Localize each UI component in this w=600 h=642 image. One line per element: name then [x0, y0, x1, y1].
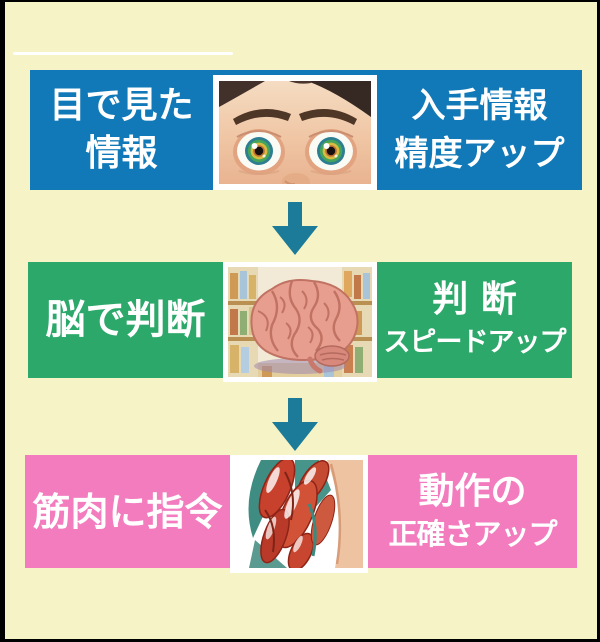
- row-brain-left-line1: 脳で判断: [45, 297, 206, 343]
- row-brain-right-line2: スピードアップ: [383, 327, 567, 358]
- row-muscle-right-line1: 動作の: [418, 470, 527, 512]
- down-arrow-svg: [272, 398, 318, 451]
- row-brain-right-line1: 判 断: [432, 279, 517, 320]
- row-brain-left-label: 脳で判断: [28, 262, 223, 378]
- row-eyes-right-label: 入手情報 精度アップ: [377, 70, 582, 190]
- row-muscle-right-line2: 正確さアップ: [388, 516, 557, 551]
- row-muscle-left-line1: 筋肉に指令: [32, 489, 223, 534]
- row-brain-right-label: 判 断 スピードアップ: [377, 262, 572, 378]
- row-eyes-right-line1: 入手情報: [411, 86, 548, 126]
- row-eyes-right-line2: 精度アップ: [394, 134, 565, 174]
- row-eyes-left-line1: 目で見た: [49, 85, 194, 126]
- down-arrow-icon: [272, 398, 318, 451]
- muscle-image: [230, 455, 368, 573]
- brain-image: [223, 262, 377, 382]
- row-eyes-left-label: 目で見た 情報: [30, 70, 213, 190]
- eyes-illustration-svg: [219, 81, 371, 184]
- down-arrow-svg: [272, 202, 318, 255]
- eyes-image: [213, 75, 377, 190]
- down-arrow-icon: [272, 202, 318, 255]
- row-muscle-right-label: 動作の 正確さアップ: [368, 455, 577, 568]
- muscle-illustration-svg: [235, 460, 363, 568]
- brain-illustration-svg: [228, 267, 372, 377]
- top-white-line: [13, 52, 233, 55]
- row-muscle-left-label: 筋肉に指令: [25, 455, 230, 568]
- row-eyes-left-line2: 情報: [85, 133, 158, 174]
